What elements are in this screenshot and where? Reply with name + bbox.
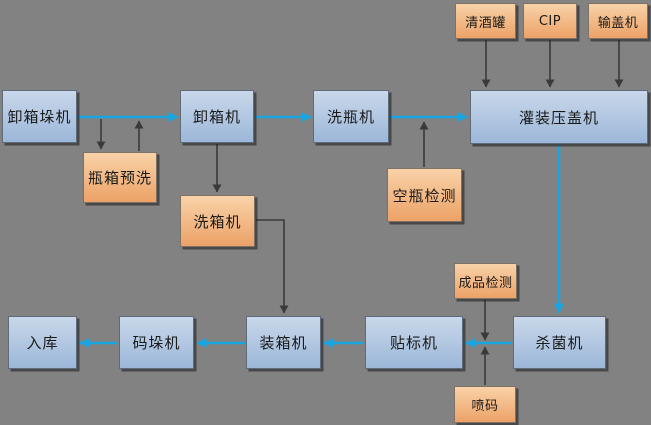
node-finished-product-inspection: 成品检测 bbox=[454, 263, 517, 299]
node-inkjet-coder: 喷码 bbox=[454, 386, 516, 423]
node-depalletizer: 卸箱垛机 bbox=[2, 90, 77, 143]
node-label: 入库 bbox=[26, 334, 59, 352]
node-label: 贴标机 bbox=[389, 334, 438, 352]
node-label: 装箱机 bbox=[259, 334, 308, 352]
node-label: CIP bbox=[538, 13, 562, 29]
node-label: 喷码 bbox=[471, 399, 499, 414]
node-label: 卸箱垛机 bbox=[7, 108, 72, 126]
node-filler-capper: 灌装压盖机 bbox=[470, 90, 648, 144]
node-crate-prewash: 瓶箱预洗 bbox=[83, 152, 157, 203]
node-labeler: 贴标机 bbox=[365, 316, 463, 369]
node-empty-bottle-inspection: 空瓶检测 bbox=[387, 168, 462, 222]
node-label: 瓶箱预洗 bbox=[87, 169, 152, 187]
node-case-packer: 装箱机 bbox=[246, 316, 321, 369]
node-cap-feeder: 输盖机 bbox=[588, 3, 648, 39]
node-label: 清酒罐 bbox=[465, 15, 506, 31]
node-palletizer: 码垛机 bbox=[119, 316, 194, 369]
edge-crate-washer-to-case-packer bbox=[256, 219, 289, 314]
node-label: 成品检测 bbox=[458, 275, 513, 291]
node-decrater: 卸箱机 bbox=[180, 90, 254, 143]
node-label: 杀菌机 bbox=[535, 334, 584, 352]
node-label: 输盖机 bbox=[597, 15, 639, 31]
node-label: 空瓶检测 bbox=[392, 186, 457, 205]
node-warehouse: 入库 bbox=[8, 316, 77, 369]
node-bright-beer-tank: 清酒罐 bbox=[455, 3, 516, 39]
node-label: 码垛机 bbox=[132, 334, 181, 352]
node-label: 洗箱机 bbox=[193, 212, 242, 231]
node-cip: CIP bbox=[523, 3, 577, 39]
node-label: 洗瓶机 bbox=[326, 108, 375, 126]
node-bottle-washer: 洗瓶机 bbox=[313, 90, 389, 143]
node-crate-washer: 洗箱机 bbox=[180, 195, 255, 247]
node-pasteurizer: 杀菌机 bbox=[513, 316, 606, 369]
node-label: 灌装压盖机 bbox=[518, 108, 599, 127]
node-label: 卸箱机 bbox=[192, 108, 241, 126]
